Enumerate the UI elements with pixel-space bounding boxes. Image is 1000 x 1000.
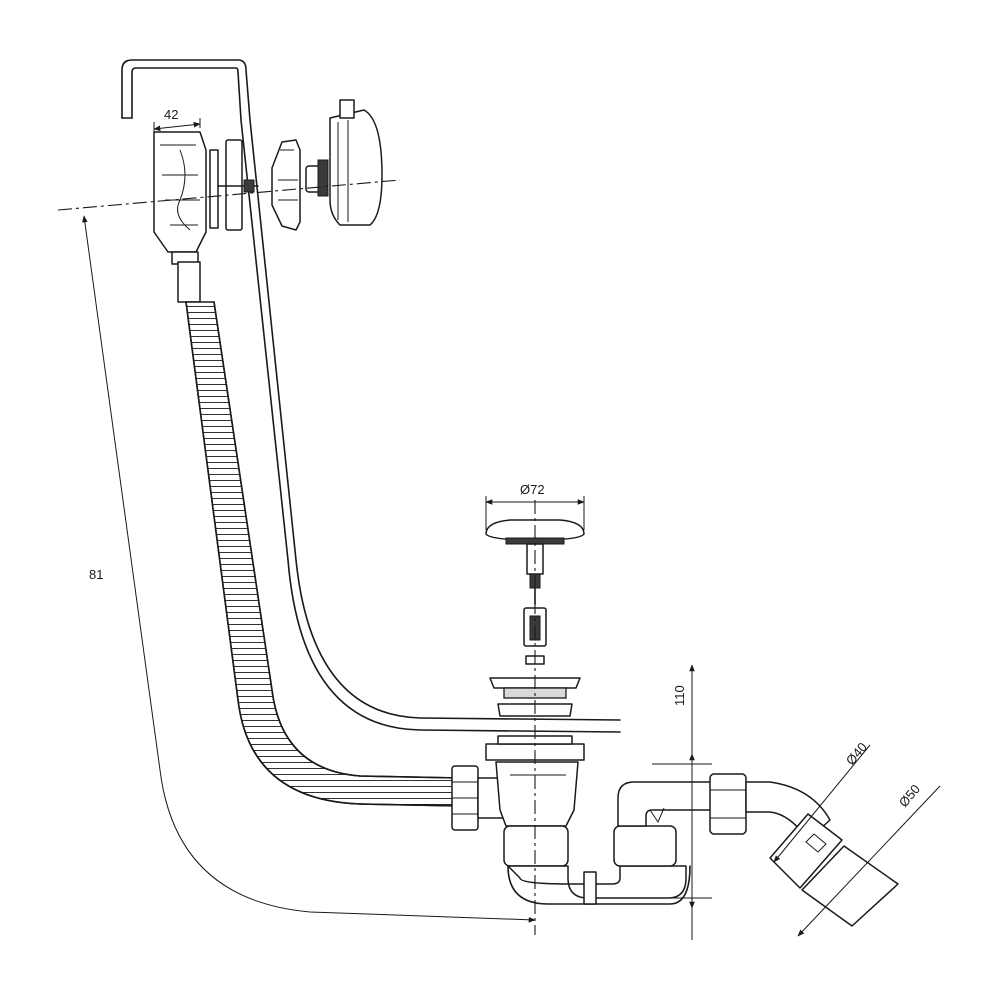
trap-body — [495, 761, 721, 905]
outlet-elbow — [709, 773, 899, 927]
dim-label-81: 81 — [89, 567, 103, 582]
dim-label-42: 42 — [164, 107, 178, 122]
dim-label-110: 110 — [672, 685, 687, 706]
overflow-head — [153, 99, 383, 253]
dim-label-50: Ø50 — [896, 781, 923, 809]
dim-label-40: Ø40 — [843, 739, 870, 767]
overflow-hose — [171, 251, 461, 807]
dimension-lines — [82, 118, 941, 940]
dim-label-plug-diameter: Ø72 — [520, 482, 545, 497]
